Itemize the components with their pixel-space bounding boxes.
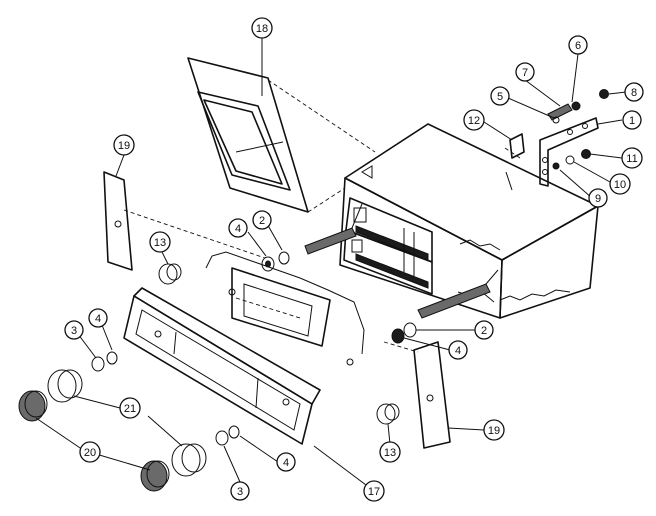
trim-bezel-part-18	[187, 57, 376, 213]
callout-label: 17	[368, 486, 380, 498]
callout-label: 12	[468, 115, 480, 127]
callout-label: 2	[259, 215, 265, 227]
callout-label: 3	[71, 325, 77, 337]
washer-part-10	[565, 155, 575, 165]
nut-part-4-lower	[228, 425, 240, 439]
callout-8: 8	[624, 82, 644, 102]
callout-11: 11	[621, 147, 643, 169]
callout-2-right: 2	[474, 320, 494, 340]
bushing-part-13-right	[376, 403, 400, 425]
callout-label: 13	[384, 447, 396, 459]
nut-part-11	[581, 149, 591, 159]
callout-20: 20	[79, 441, 101, 463]
callout-4-lower: 4	[276, 452, 296, 472]
callout-6: 6	[568, 35, 588, 55]
callout-label: 21	[124, 403, 136, 415]
callout-label: 19	[488, 425, 500, 437]
knob-part-20-upper	[18, 390, 48, 422]
bushing-part-13-left	[158, 263, 182, 285]
clip-part-12	[509, 133, 525, 159]
callout-label: 7	[522, 67, 528, 79]
knob-part-20-lower	[140, 460, 170, 492]
callout-label: 3	[237, 486, 243, 498]
screw-part-7	[547, 103, 573, 121]
nut-part-4-upper	[106, 351, 118, 365]
callout-3-lower: 3	[230, 481, 250, 501]
radio-chassis	[339, 123, 599, 319]
mounting-shaft-left	[304, 203, 363, 255]
washer-part-4-upper	[261, 256, 275, 272]
callout-18: 18	[251, 17, 273, 39]
callout-label: 13	[154, 237, 166, 249]
nut-part-2-upper	[278, 251, 290, 265]
callout-3-upper: 3	[64, 320, 84, 340]
callout-label: 11	[626, 153, 637, 165]
callout-5: 5	[490, 86, 510, 106]
washer-part-5	[552, 116, 560, 124]
callout-17: 17	[363, 480, 385, 502]
callout-9: 9	[588, 188, 608, 208]
washer-part-4-right	[391, 328, 405, 344]
callout-label: 4	[455, 345, 461, 357]
callout-label: 5	[497, 91, 503, 103]
callout-13-right: 13	[379, 441, 401, 463]
callout-12: 12	[463, 109, 485, 131]
callout-label: 9	[595, 193, 601, 205]
callout-4-right: 4	[448, 340, 468, 360]
nut-part-8	[599, 89, 609, 99]
callout-label: 6	[575, 40, 581, 52]
callout-label: 8	[631, 87, 637, 99]
knob-part-21-lower	[171, 443, 207, 477]
screw-part-9	[552, 162, 560, 170]
callout-label: 4	[235, 223, 241, 235]
callout-label: 20	[84, 447, 96, 459]
front-faceplate-part-17	[123, 287, 321, 445]
nut-part-6	[571, 101, 581, 111]
spacer-plate-part-19-left	[103, 171, 266, 271]
rear-bracket-part-1	[539, 117, 599, 187]
callout-label: 19	[118, 140, 130, 152]
knob-part-21-upper	[47, 369, 83, 403]
callout-label: 4	[283, 457, 289, 469]
callout-4-upper: 4	[228, 218, 248, 238]
callout-1: 1	[622, 110, 642, 130]
callout-label: 2	[481, 325, 487, 337]
nut-part-2-right	[403, 322, 417, 338]
callout-10: 10	[609, 173, 631, 195]
callout-7: 7	[515, 62, 535, 82]
washer-part-3-lower	[215, 430, 229, 446]
mounting-shaft-right	[417, 269, 499, 319]
leader-lines	[35, 38, 627, 489]
callout-19-left: 19	[113, 134, 135, 156]
callout-4-upper-left: 4	[88, 308, 108, 328]
dial-plate	[205, 251, 365, 366]
callout-label: 4	[95, 313, 101, 325]
callout-19-right: 19	[483, 419, 505, 441]
callout-2-upper: 2	[252, 210, 272, 230]
callout-13-left: 13	[149, 231, 171, 253]
callout-label: 1	[629, 115, 635, 127]
washer-part-3-upper	[91, 356, 105, 372]
callout-21-upper: 21	[119, 397, 141, 419]
spacer-plate-part-19-right	[383, 341, 451, 449]
callout-label: 10	[614, 179, 626, 191]
callout-label: 18	[256, 23, 268, 35]
